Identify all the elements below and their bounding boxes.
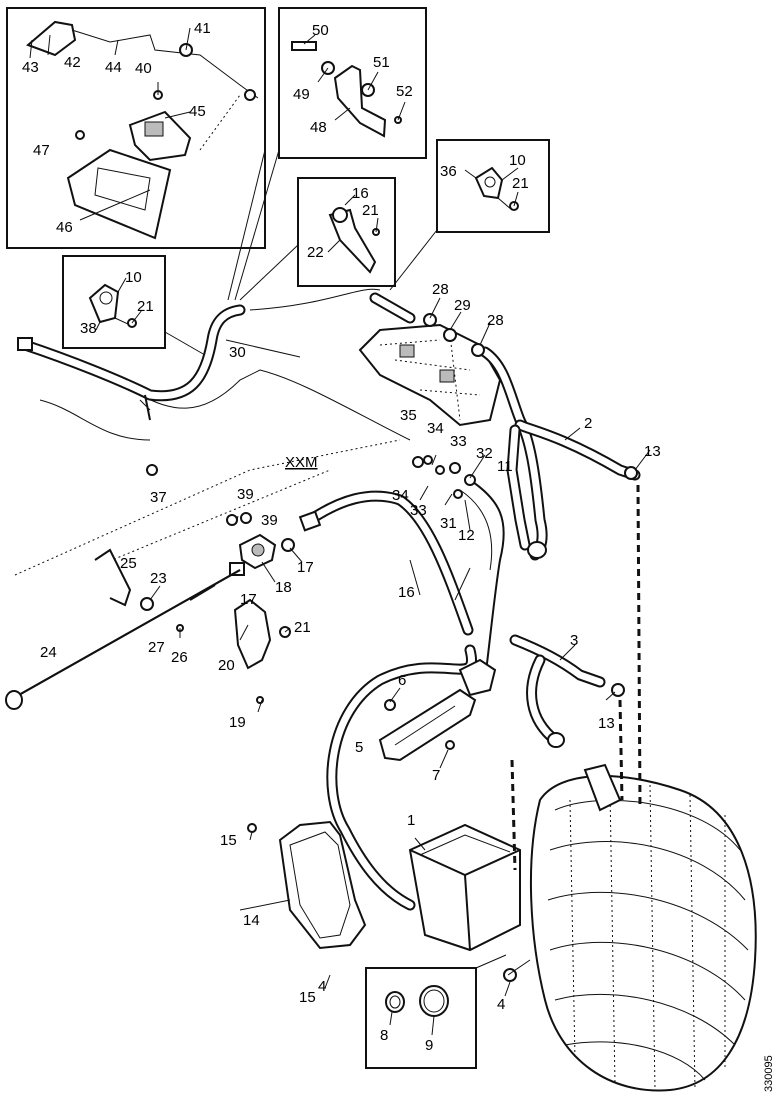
callout-35: 35 — [400, 407, 417, 424]
callout-38: 38 — [80, 320, 97, 337]
callout-10-left-inset: 10 — [125, 269, 142, 286]
callout-26: 26 — [171, 649, 188, 666]
callout-4-right: 4 — [497, 996, 505, 1013]
callout-3: 3 — [570, 632, 578, 649]
callout-15-upper: 15 — [220, 832, 237, 849]
callout-40: 40 — [135, 60, 152, 77]
callout-22: 22 — [307, 244, 324, 261]
callout-25: 25 — [120, 555, 137, 572]
callout-33-lower: 33 — [410, 502, 427, 519]
callout-4-left: 4 — [318, 978, 326, 995]
callout-51: 51 — [373, 54, 390, 71]
callout-32: 32 — [476, 445, 493, 462]
callout-34-upper: 34 — [427, 420, 444, 437]
callout-labels: 41 42 43 44 40 45 47 46 50 51 49 52 48 1… — [22, 20, 775, 1092]
callout-29: 29 — [454, 297, 471, 314]
callout-20: 20 — [218, 657, 235, 674]
callout-15-lower: 15 — [299, 989, 316, 1006]
inset-right-small — [436, 139, 550, 233]
inset-middle-small — [297, 177, 396, 287]
code-label-xxm: XXM — [285, 454, 318, 471]
callout-47: 47 — [33, 142, 50, 159]
callout-16-inset: 16 — [352, 185, 369, 202]
callout-23: 23 — [150, 570, 167, 587]
callout-9: 9 — [425, 1037, 433, 1054]
callout-46: 46 — [56, 219, 73, 236]
callout-31: 31 — [440, 515, 457, 532]
inset-top-middle — [278, 7, 427, 159]
inset-bottom-rings — [365, 967, 477, 1069]
callout-44: 44 — [105, 59, 122, 76]
tank — [529, 763, 757, 1092]
callout-11: 11 — [497, 458, 513, 475]
callout-28-upper: 28 — [432, 281, 449, 298]
callout-37: 37 — [150, 489, 167, 506]
callout-34-lower: 34 — [392, 487, 409, 504]
callout-7: 7 — [432, 767, 440, 784]
callout-36: 36 — [440, 163, 457, 180]
callout-19: 19 — [229, 714, 246, 731]
inset-top-left — [6, 7, 266, 249]
callout-10-right-inset: 10 — [509, 152, 526, 169]
callout-39-upper: 39 — [237, 486, 254, 503]
figure-id: 330095 — [763, 1055, 775, 1092]
callout-21-right-inset: 21 — [512, 175, 529, 192]
callout-13-upper: 13 — [644, 443, 661, 460]
callout-52: 52 — [396, 83, 413, 100]
callout-45: 45 — [189, 103, 206, 120]
callout-21-middle-inset: 21 — [362, 202, 379, 219]
callout-14: 14 — [243, 912, 260, 929]
callout-41: 41 — [194, 20, 211, 37]
callout-49: 49 — [293, 86, 310, 103]
callout-39-lower: 39 — [261, 512, 278, 529]
callout-30: 30 — [229, 344, 246, 361]
callout-21-left-inset: 21 — [137, 298, 154, 315]
callout-43: 43 — [22, 59, 39, 76]
callout-21-main: 21 — [294, 619, 311, 636]
callout-50: 50 — [312, 22, 329, 39]
callout-28-lower: 28 — [487, 312, 504, 329]
callout-27: 27 — [148, 639, 165, 656]
callout-1: 1 — [407, 812, 415, 829]
callout-33-upper: 33 — [450, 433, 467, 450]
callout-48: 48 — [310, 119, 327, 136]
callout-12: 12 — [458, 527, 475, 544]
callout-18: 18 — [275, 579, 292, 596]
callout-6: 6 — [398, 672, 406, 689]
callout-16: 16 — [398, 584, 415, 601]
callout-13-lower: 13 — [598, 715, 615, 732]
callout-5: 5 — [355, 739, 363, 756]
callout-8: 8 — [380, 1027, 388, 1044]
inset-left-small — [62, 255, 166, 349]
callout-17-lower: 17 — [240, 591, 257, 608]
callout-24: 24 — [40, 644, 57, 661]
callout-17-right: 17 — [297, 559, 314, 576]
callout-42: 42 — [64, 54, 81, 71]
callout-2: 2 — [584, 415, 592, 432]
